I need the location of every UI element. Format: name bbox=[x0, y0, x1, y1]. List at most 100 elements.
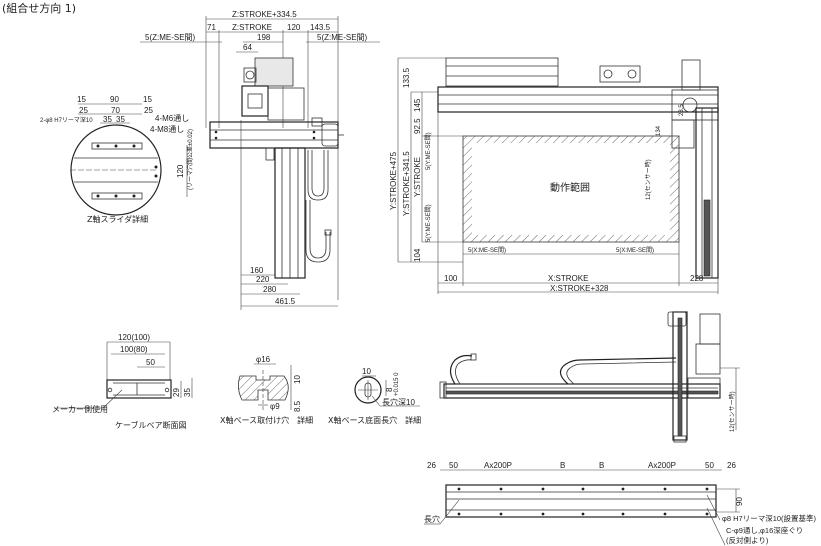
dim-ax200p-left: Ax200P bbox=[484, 461, 512, 470]
cable-arc-left bbox=[449, 354, 473, 385]
side-gear bbox=[695, 343, 721, 375]
base-mount-hole bbox=[663, 512, 667, 516]
note-opposite-side: (反対側より) bbox=[726, 535, 769, 545]
hole bbox=[96, 194, 100, 198]
dim-228: 228 bbox=[690, 274, 704, 283]
dim-z-stroke: Z:STROKE bbox=[232, 23, 272, 32]
dim-z-120: 120 bbox=[287, 23, 301, 32]
dim-z-143-5: 143.5 bbox=[310, 23, 331, 32]
z-axis-view: Z:STROKE+334.5 71 Z:STROKE 120 143.5 5(Z… bbox=[140, 10, 380, 310]
side-carriage bbox=[687, 377, 721, 399]
leader bbox=[439, 499, 460, 525]
slot-circle bbox=[354, 376, 382, 404]
dim-280: 280 bbox=[263, 285, 277, 294]
cable-bearer-profile bbox=[106, 379, 172, 399]
dim-120-100: 120(100) bbox=[118, 333, 150, 342]
caption-z-slider: Z軸スライダ詳細 bbox=[87, 214, 148, 224]
dim-145: 145 bbox=[413, 98, 422, 112]
note-reamer: 2-φ8 H7リーマ深10 bbox=[40, 116, 93, 124]
dim-25-right: 25 bbox=[144, 106, 153, 115]
dim-35-a: 35 bbox=[103, 115, 112, 124]
dim-29: 29 bbox=[172, 388, 181, 397]
dim-x-me-se-left: 5(X:ME-SE間) bbox=[468, 247, 506, 254]
top-view: 動作範囲 Y:STROKE+475 Y:STROKE+341.5 Y:STROK… bbox=[389, 57, 719, 294]
base-mount-hole bbox=[581, 487, 585, 491]
hole bbox=[114, 144, 118, 148]
dim-z-me-se-left: 5(Z:ME-SE間) bbox=[145, 33, 196, 42]
dim-8-5: 8.5 bbox=[293, 400, 302, 412]
beam-bolt bbox=[312, 130, 316, 134]
x-carriage bbox=[599, 65, 641, 83]
dim-sensor-side: 12(センサー時) bbox=[728, 391, 736, 432]
dim-100: 100 bbox=[444, 274, 458, 283]
rail bbox=[445, 390, 719, 395]
cable-end bbox=[470, 353, 477, 361]
hole bbox=[132, 194, 136, 198]
dim-26-right: 26 bbox=[727, 461, 736, 470]
base-view: 26 50 Ax200P B B Ax200P 50 26 90 長穴 φ8 H… bbox=[424, 461, 817, 546]
leader bbox=[102, 389, 123, 409]
dim-461-5: 461.5 bbox=[275, 297, 296, 306]
dim-90: 90 bbox=[110, 95, 119, 104]
pin bbox=[164, 387, 170, 393]
hole bbox=[132, 144, 136, 148]
leader bbox=[706, 494, 721, 521]
work-area-inner bbox=[472, 143, 670, 235]
base-mount-hole bbox=[705, 487, 709, 491]
dim-z-198: 198 bbox=[257, 33, 271, 42]
caption-slot: X軸ベース底面長穴 詳細 bbox=[328, 415, 421, 425]
slider-plate-top bbox=[91, 142, 143, 150]
dim-35: 35 bbox=[183, 388, 192, 397]
x-base-slot-detail: 10 8 +0.015 0 長穴深10 X軸ベース底面長穴 詳細 bbox=[328, 367, 421, 425]
dim-x-stroke: X:STROKE bbox=[548, 274, 588, 283]
base-mount-hole bbox=[541, 512, 545, 516]
beam-bolt bbox=[214, 130, 218, 134]
dim-104: 104 bbox=[413, 248, 422, 262]
base-mount-hole bbox=[499, 487, 503, 491]
dim-23-5: 23.5 bbox=[679, 104, 685, 116]
note-m6: 4-M6通し bbox=[155, 113, 189, 123]
z-motor-body bbox=[241, 85, 269, 117]
base-mount-hole bbox=[457, 512, 461, 516]
hole bbox=[96, 144, 100, 148]
dim-25-left: 25 bbox=[79, 106, 88, 115]
hole bbox=[114, 194, 118, 198]
base-mount-hole bbox=[621, 487, 625, 491]
z-gear-box bbox=[267, 87, 305, 121]
cable-loop-lower-inner bbox=[309, 200, 327, 259]
dim-z-overall: Z:STROKE+334.5 bbox=[232, 10, 297, 19]
motor-coupling bbox=[243, 67, 257, 83]
dim-92-5: 92.5 bbox=[413, 118, 422, 134]
dim-slot-10: 10 bbox=[362, 367, 371, 376]
roller bbox=[603, 69, 613, 79]
base-mount-hole bbox=[663, 487, 667, 491]
pin bbox=[107, 387, 113, 393]
z-bracket bbox=[265, 147, 275, 161]
note-m8: 4-M8通し bbox=[150, 124, 184, 134]
dim-120: 120 bbox=[176, 164, 185, 178]
note-maker-use: メーカー側使用 bbox=[52, 404, 108, 414]
base-mount-hole bbox=[499, 512, 503, 516]
caption-mount-hole: X軸ベース取付け穴 詳細 bbox=[220, 415, 313, 425]
x-motor-area bbox=[445, 57, 559, 87]
cable-arc-mid bbox=[559, 357, 677, 385]
beam-end-cap bbox=[321, 123, 339, 147]
cable-loop-upper-inner bbox=[311, 150, 325, 197]
z-rail bbox=[677, 317, 683, 437]
dim-phi16: φ16 bbox=[256, 355, 271, 364]
hole bbox=[154, 174, 158, 178]
base-holes bbox=[457, 487, 709, 516]
note-slot-depth: 長穴深10 bbox=[382, 397, 415, 407]
cable-arc-mid-inner bbox=[566, 361, 677, 385]
dim-x-overall: X:STROKE+328 bbox=[550, 284, 609, 293]
note-counterbore: C-φ9通し,φ16深座ぐり bbox=[726, 525, 803, 535]
dim-220: 220 bbox=[256, 275, 270, 284]
dim-100-80: 100(80) bbox=[120, 345, 148, 354]
dim-35-b: 35 bbox=[116, 115, 125, 124]
x-base-mount-hole-detail: φ16 φ9 10 8.5 X軸ベース取付け穴 詳細 bbox=[220, 355, 313, 425]
cable-arc-left-inner bbox=[455, 359, 473, 385]
dim-y-stroke: Y:STROKE bbox=[413, 157, 422, 197]
dim-134: 134 bbox=[656, 125, 662, 136]
dim-y-overall: Y:STROKE+475 bbox=[389, 151, 398, 210]
z-motor-face bbox=[247, 93, 263, 109]
